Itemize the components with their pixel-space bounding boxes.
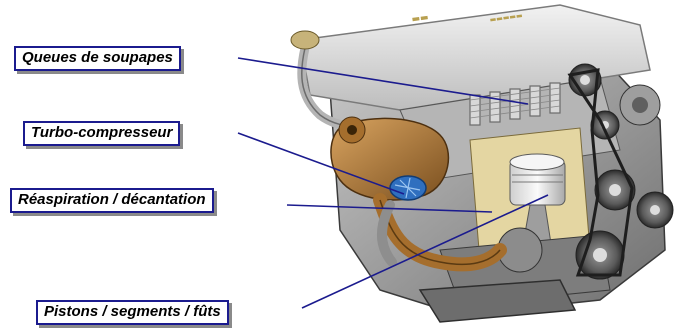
turbocharger	[331, 117, 448, 200]
label-breather-text: Réaspiration / décantation	[18, 191, 206, 208]
label-breather: Réaspiration / décantation	[10, 188, 214, 213]
breather-cap	[291, 31, 319, 49]
label-turbocharger-text: Turbo-compresseur	[31, 124, 172, 141]
label-pistons: Pistons / segments / fûts	[36, 300, 229, 325]
alternator	[620, 85, 660, 125]
label-valve-stems: Queues de soupapes	[14, 46, 181, 71]
label-turbocharger: Turbo-compresseur	[23, 121, 180, 146]
label-valve-stems-text: Queues de soupapes	[22, 49, 173, 66]
label-pistons-text: Pistons / segments / fûts	[44, 303, 221, 320]
